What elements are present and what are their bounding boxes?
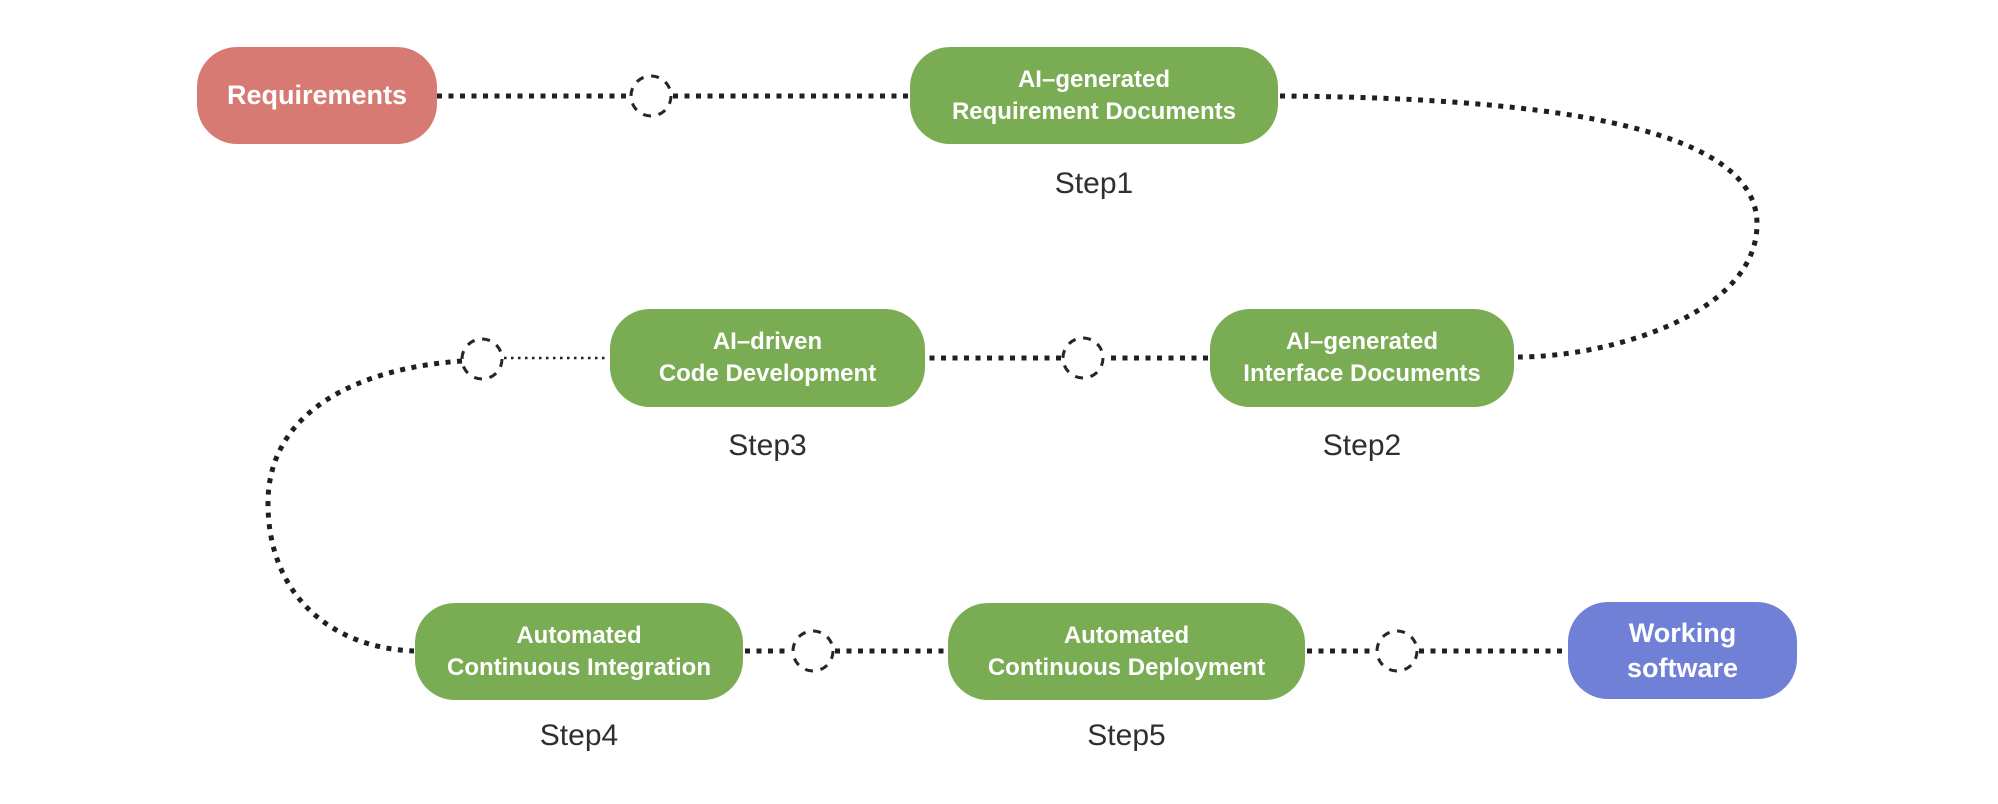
connector-circle: [460, 337, 504, 381]
node-working-software-label: Working software: [1626, 617, 1739, 683]
node-continuous-integration-label: Automated Continuous Integration: [447, 621, 711, 681]
node-requirements: Requirements: [197, 47, 437, 144]
node-code-development-label: AI–driven Code Development: [658, 328, 877, 387]
node-continuous-deployment-label: Automated Continuous Deployment: [987, 621, 1266, 681]
node-automated-continuous-integration: Automated Continuous Integration: [415, 603, 743, 700]
connector-circle: [1375, 629, 1419, 673]
step5-label: Step5: [1087, 719, 1166, 752]
step2-label: Step2: [1322, 429, 1402, 462]
node-working-software: Working software: [1568, 602, 1797, 699]
step4-label: Step4: [539, 719, 619, 752]
node-ai-generated-requirement-documents: AI–generated Requirement Documents: [910, 47, 1278, 144]
node-interface-documents-label: AI–generated Interface Documents: [1243, 328, 1481, 387]
connector-circle: [791, 629, 835, 673]
flow-curve-left: [265, 358, 463, 654]
node-ai-generated-interface-documents: AI–generated Interface Documents: [1210, 309, 1514, 407]
node-requirements-label: Requirements: [226, 80, 408, 110]
connector-circle: [1061, 336, 1105, 380]
node-automated-continuous-deployment: Automated Continuous Deployment: [948, 603, 1305, 700]
step1-label: Step1: [1054, 167, 1134, 200]
step3-label: Step3: [728, 429, 807, 462]
node-requirement-documents-label: AI–generated Requirement Documents: [951, 65, 1237, 125]
flow-curve-right: [1279, 93, 1760, 360]
connector-circle: [629, 74, 673, 118]
node-ai-driven-code-development: AI–driven Code Development: [610, 309, 925, 407]
